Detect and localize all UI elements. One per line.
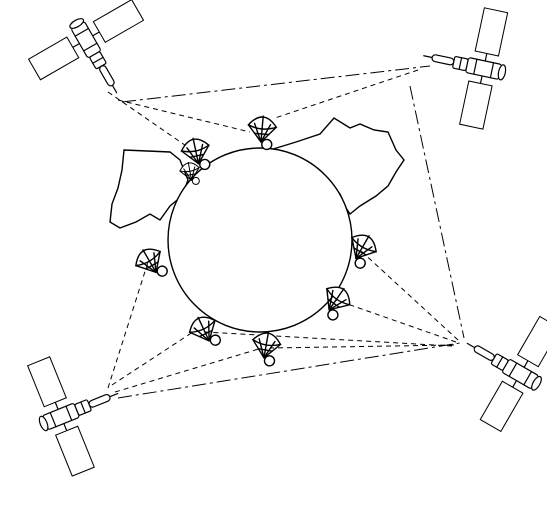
satellite-dish-icon <box>249 330 282 367</box>
satellite-dish-icon <box>246 115 277 150</box>
earth-globe <box>168 148 352 332</box>
satellite-icon <box>438 292 547 437</box>
link-sat-bl-dish3 <box>108 262 148 388</box>
link-sat-bl-dish5 <box>112 330 196 385</box>
link-sat-tr-dish2 <box>275 70 418 118</box>
satellite-icon <box>23 0 168 122</box>
link-sat-br-dish6 <box>270 345 454 348</box>
link-sat-br-dish5 <box>205 332 452 346</box>
link-sat-bl-dish6 <box>115 348 262 392</box>
link-sat-tl-dish2 <box>118 100 250 132</box>
link-sat-br-dish4 <box>360 250 458 340</box>
link-sat-tr-sat-br <box>410 86 464 338</box>
link-sat-bl-sat-br <box>118 343 460 398</box>
satellite-icon <box>411 0 517 131</box>
satellite-icon <box>18 338 140 480</box>
satellite-dish-icon <box>131 243 172 286</box>
link-sat-tl-sat-tr <box>122 66 430 102</box>
